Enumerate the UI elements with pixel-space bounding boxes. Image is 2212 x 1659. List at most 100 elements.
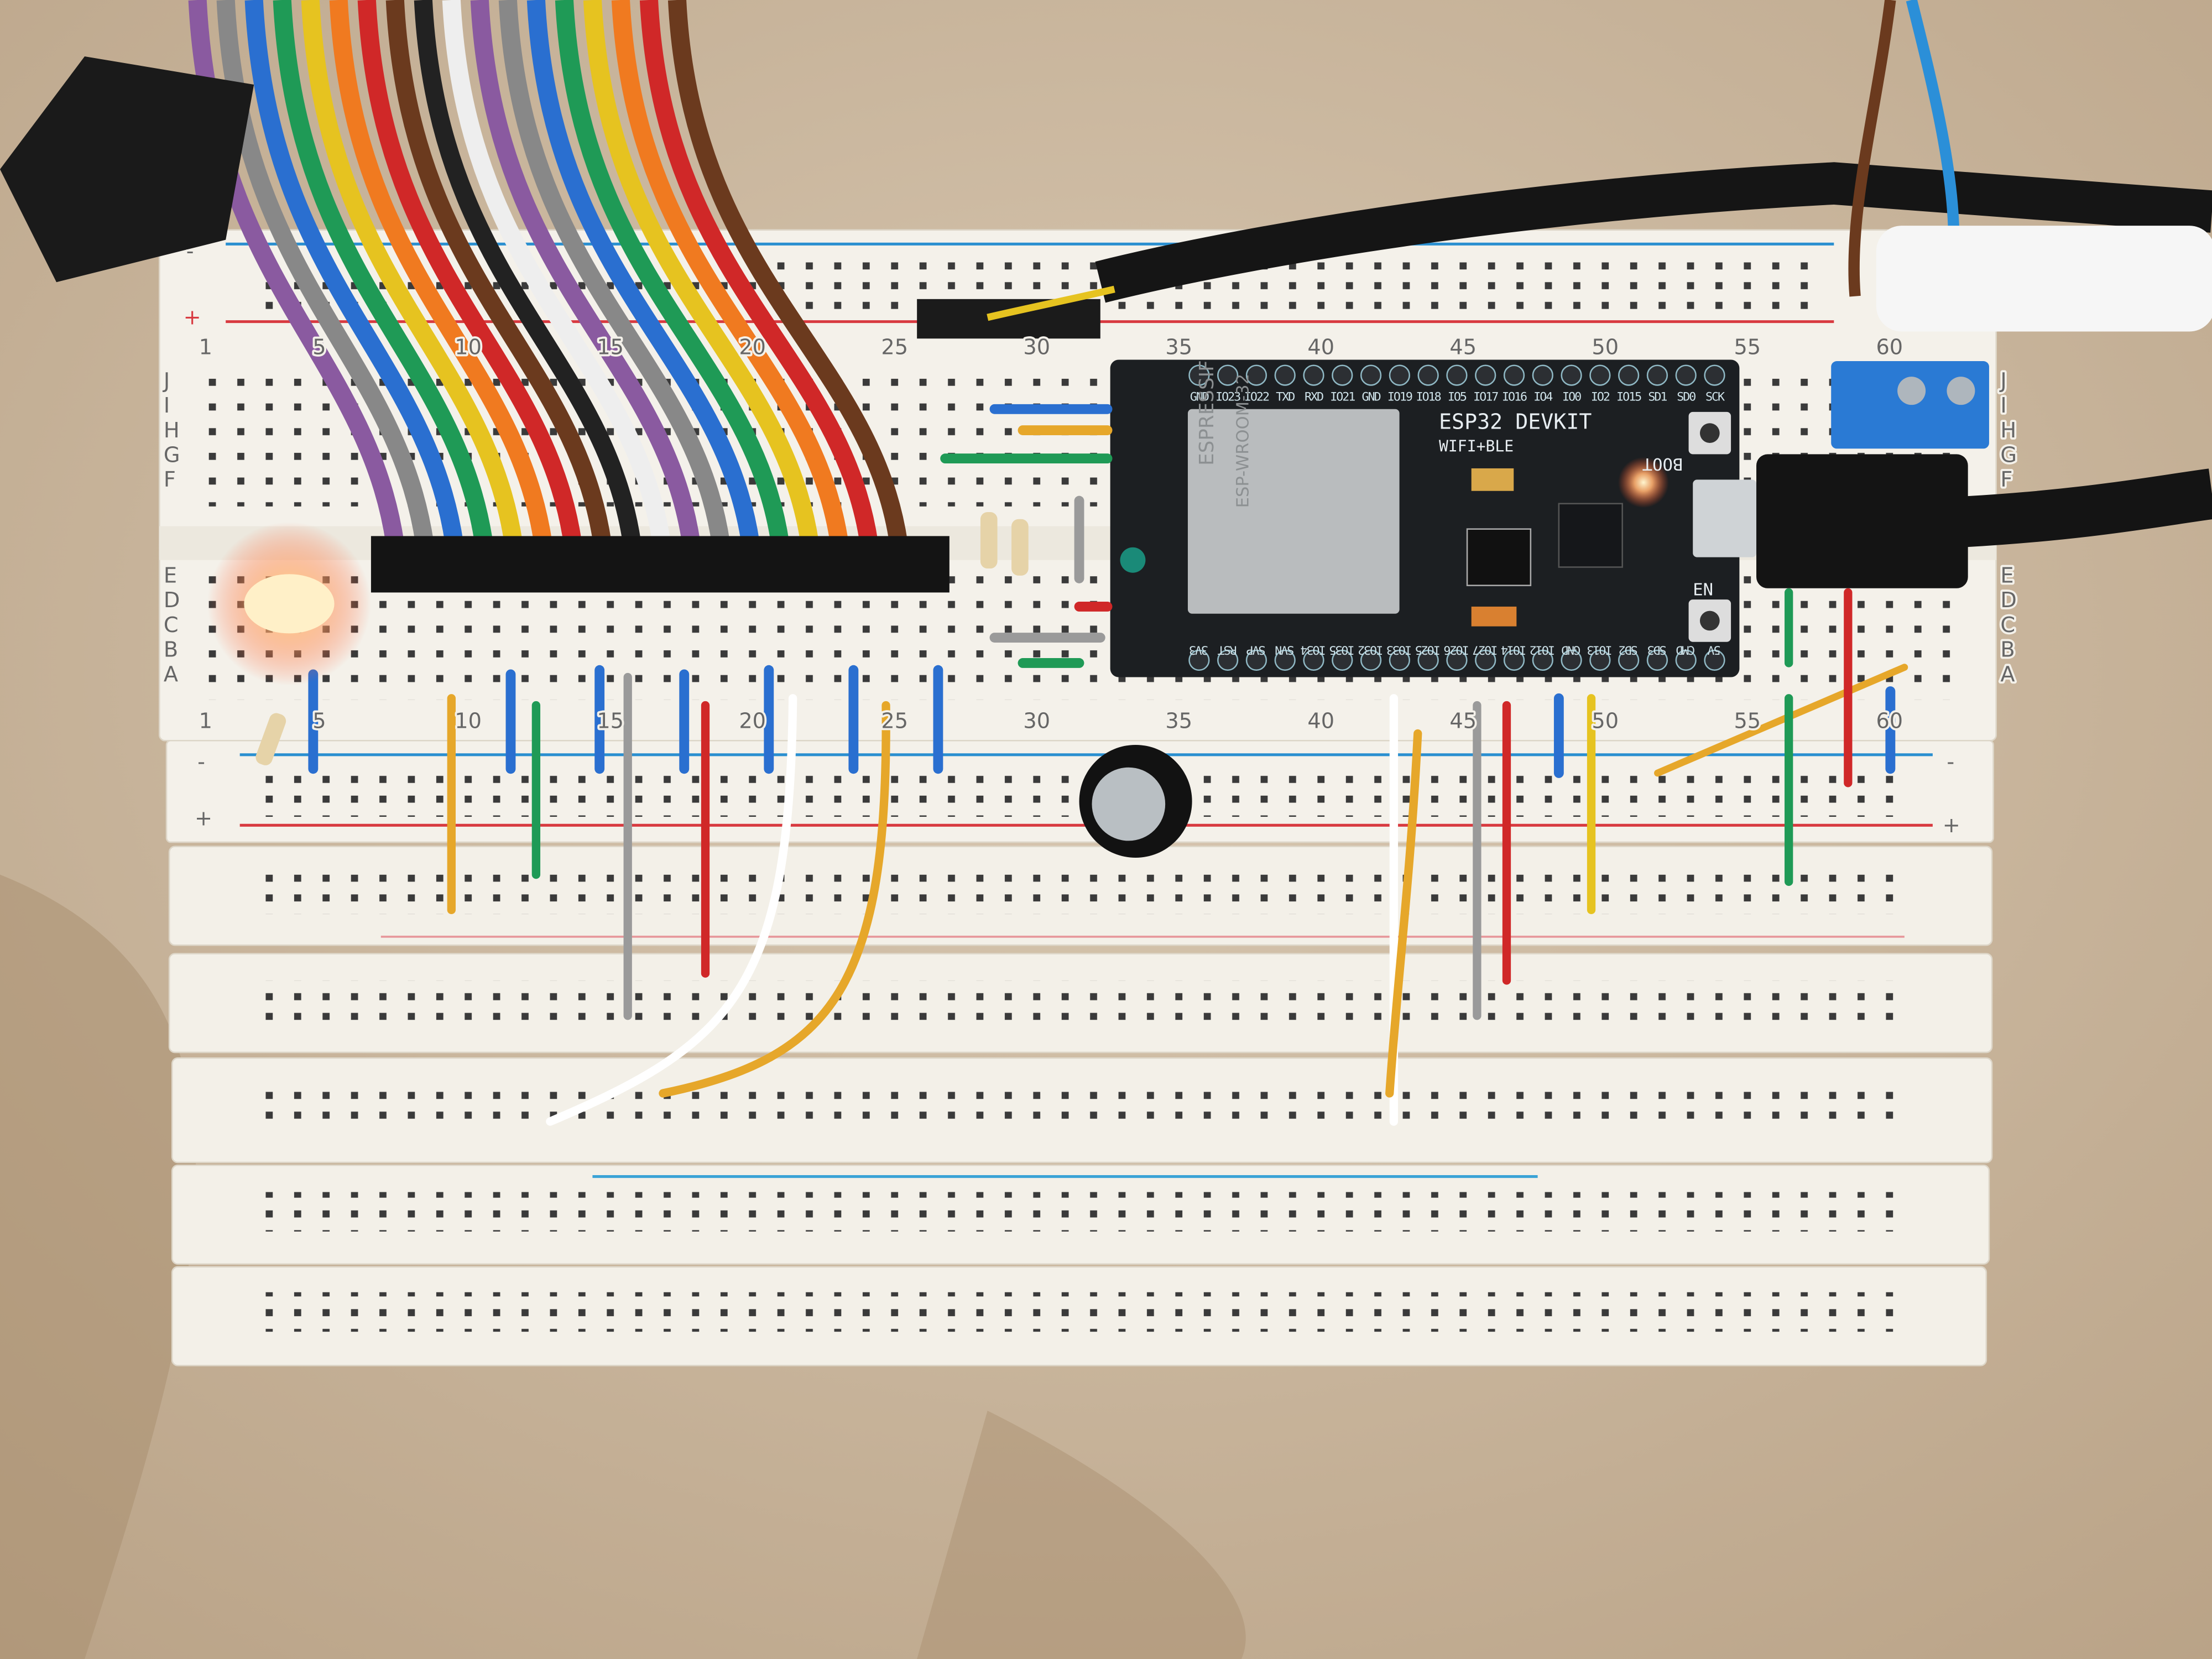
ribbon-wire	[385, 0, 612, 545]
column-number: 25	[881, 708, 908, 733]
header-pin	[1332, 364, 1353, 386]
column-number: 10	[455, 335, 482, 359]
header-pin	[1245, 364, 1267, 386]
pin-label-bottom: IO13	[1587, 643, 1612, 656]
header-pin	[1503, 649, 1525, 671]
pin-label-bottom: IO26	[1444, 643, 1469, 656]
black-plug	[0, 56, 254, 283]
table-shadow	[917, 1411, 1246, 1659]
header-pin	[1618, 364, 1640, 386]
board-marker	[1120, 547, 1146, 573]
pin-label-bottom: IO25	[1416, 643, 1441, 656]
resistor	[255, 713, 286, 765]
column-number: 55	[1734, 708, 1761, 733]
column-number: 45	[1449, 335, 1477, 359]
column-number: 15	[597, 708, 624, 733]
pin-label-top: GND	[1362, 390, 1381, 404]
pin-label-top: IO19	[1387, 390, 1412, 404]
pin-label-top: IO18	[1416, 390, 1441, 404]
capacitor-top	[1092, 767, 1166, 841]
row-letter: J	[1999, 369, 2006, 394]
rail-plus-label: +	[184, 305, 201, 330]
column-number: 1	[199, 335, 212, 359]
header-pin	[1217, 364, 1239, 386]
boot-button-cap	[1699, 423, 1720, 444]
rail-minus-label: -	[197, 749, 205, 774]
table-shadow	[0, 874, 196, 1659]
header-pin	[1646, 364, 1668, 386]
pin-label-top: IO21	[1330, 390, 1355, 404]
column-number: 5	[312, 335, 326, 359]
row-letter: B	[2000, 638, 2015, 662]
pin-label-top: SCK	[1705, 390, 1725, 404]
pin-label-bottom: IO33	[1387, 643, 1412, 656]
row-letter: E	[2000, 564, 2013, 588]
resistor	[980, 512, 998, 569]
ribbon-wire	[498, 0, 730, 545]
header-pin	[1389, 649, 1410, 671]
column-number: 50	[1592, 708, 1619, 733]
led	[244, 574, 335, 634]
row-letter: F	[164, 467, 176, 492]
ribbon-wire	[357, 0, 582, 545]
row-letter: J	[163, 369, 170, 394]
column-number: 25	[881, 335, 908, 359]
rail-minus-label: -	[186, 239, 194, 264]
row-letter: G	[2000, 442, 2017, 467]
column-number: 30	[1023, 708, 1050, 733]
pin-label-bottom: GND	[1562, 643, 1580, 656]
ribbon-wire	[244, 0, 463, 545]
header-pin	[1389, 364, 1410, 386]
module-logo: ESPRESSIF	[1196, 360, 1218, 466]
header-pin	[1675, 364, 1697, 386]
header-pin	[1646, 649, 1668, 671]
micro-usb-port[interactable]	[1693, 479, 1757, 557]
column-number: 45	[1449, 708, 1477, 733]
pin-label-bottom: CMD	[1676, 643, 1695, 656]
pin-label-top: IO15	[1616, 390, 1641, 404]
row-letter: C	[2000, 613, 2015, 638]
header-pin	[1532, 649, 1553, 671]
row-letter: H	[164, 418, 180, 443]
pin-label-bottom: SVP	[1246, 643, 1265, 656]
board-subtitle: WIFI+BLE	[1439, 437, 1514, 455]
pin-label-bottom: IO34	[1301, 643, 1326, 656]
row-letter: I	[164, 393, 170, 418]
column-number: 20	[739, 708, 766, 733]
header-pin	[1589, 364, 1611, 386]
column-number: 50	[1592, 335, 1619, 359]
ribbon-wire	[470, 0, 701, 545]
dupont-connector	[917, 299, 1100, 339]
row-letter: C	[164, 613, 179, 638]
blue-wire	[1906, 0, 1960, 240]
pin-label-bottom: IO12	[1530, 643, 1555, 656]
pin-label-bottom: SD3	[1647, 643, 1666, 656]
pin-label-top: IO16	[1502, 390, 1527, 404]
brown-wire	[1848, 0, 1896, 297]
terminal-screw	[1947, 377, 1975, 405]
row-letter: B	[164, 638, 178, 662]
pin-label-top: SD1	[1648, 390, 1667, 404]
rail-plus-label: +	[1943, 813, 1960, 838]
pin-label-bottom: IO27	[1473, 643, 1498, 656]
module-model: ESP-WROOM-32	[1234, 374, 1253, 508]
header-pin	[1360, 649, 1382, 671]
ribbon-wire	[442, 0, 671, 545]
pin-label-top: IO2	[1591, 390, 1610, 404]
ribbon-wire	[611, 0, 849, 545]
ribbon-wire	[526, 0, 760, 545]
ribbon-wire	[329, 0, 552, 545]
capacitor-smd	[1471, 468, 1514, 491]
header-pin	[1446, 649, 1468, 671]
ribbon-wire	[639, 0, 878, 545]
ribbon-header	[371, 536, 950, 593]
column-number: 35	[1165, 335, 1192, 359]
rainbow-ribbon-cable	[188, 0, 908, 545]
ribbon-wire	[301, 0, 523, 545]
column-number: 40	[1307, 708, 1334, 733]
header-pin	[1532, 364, 1553, 386]
header-pin	[1475, 364, 1496, 386]
pin-label-top: IO17	[1473, 390, 1498, 404]
